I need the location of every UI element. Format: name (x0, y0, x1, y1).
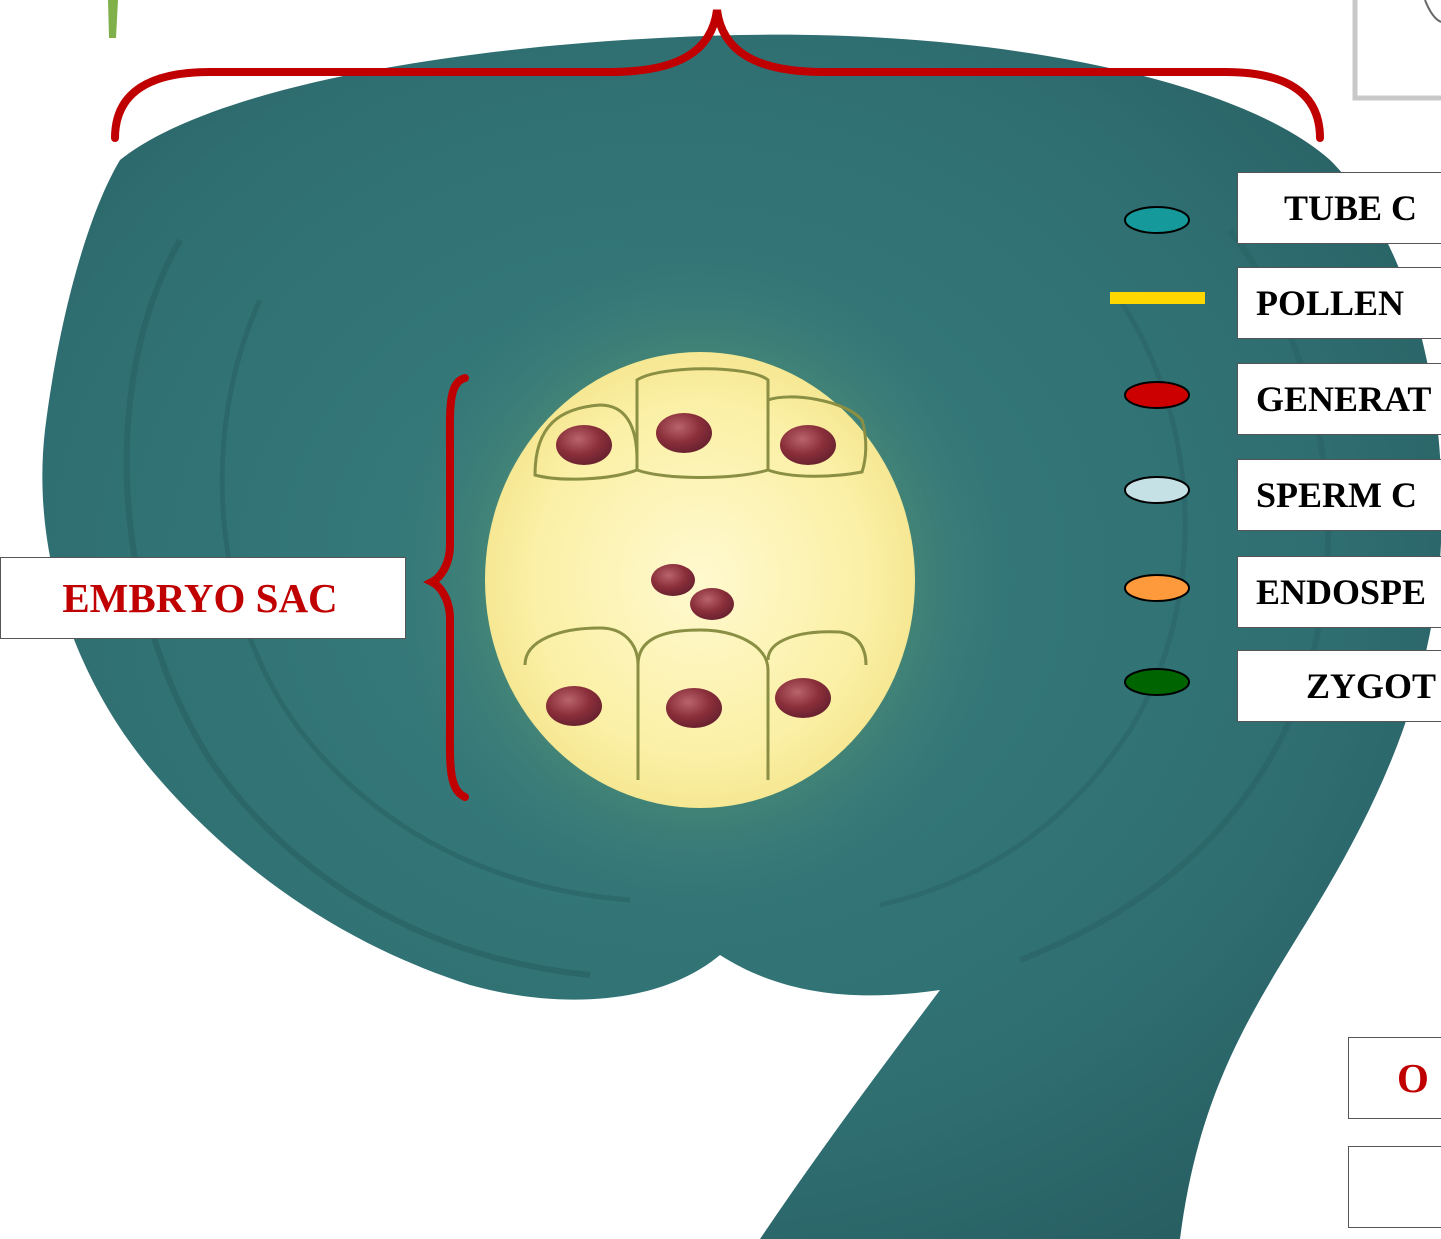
legend-label-generative-cell: GENERAT (1256, 378, 1431, 420)
legend-box-zygote[interactable]: ZYGOT (1237, 650, 1441, 722)
legend-box-pollen[interactable]: POLLEN (1237, 267, 1441, 339)
stalk-fragment (108, 0, 118, 38)
generative-cell-marker (1125, 382, 1189, 408)
embryo-sac-label-text: EMBRYO SAC (62, 574, 337, 622)
legend-label-endosperm: ENDOSPE (1256, 571, 1426, 613)
legend-box-tube-cell[interactable]: TUBE C (1237, 172, 1441, 244)
legend-label-tube-cell: TUBE C (1284, 187, 1417, 229)
pollen-marker (1110, 292, 1205, 304)
legend-box-sperm-cell[interactable]: SPERM C (1237, 459, 1441, 531)
bottom-label-text-1: O (1397, 1054, 1429, 1102)
bottom-label-box-2[interactable] (1348, 1146, 1441, 1228)
frame-fragment (1355, 0, 1441, 98)
zygote-marker (1125, 669, 1189, 695)
embryo-sac-label: EMBRYO SAC (0, 557, 406, 639)
legend-box-generative-cell[interactable]: GENERAT (1237, 363, 1441, 435)
endosperm-marker (1125, 575, 1189, 601)
legend-label-sperm-cell: SPERM C (1256, 474, 1417, 516)
tube-cell-marker (1125, 207, 1189, 233)
bottom-label-box-1[interactable]: O (1348, 1037, 1441, 1119)
legend-label-zygote: ZYGOT (1306, 665, 1436, 707)
legend-box-endosperm[interactable]: ENDOSPE (1237, 556, 1441, 628)
legend-label-pollen: POLLEN (1256, 282, 1404, 324)
sperm-cell-marker (1125, 477, 1189, 503)
